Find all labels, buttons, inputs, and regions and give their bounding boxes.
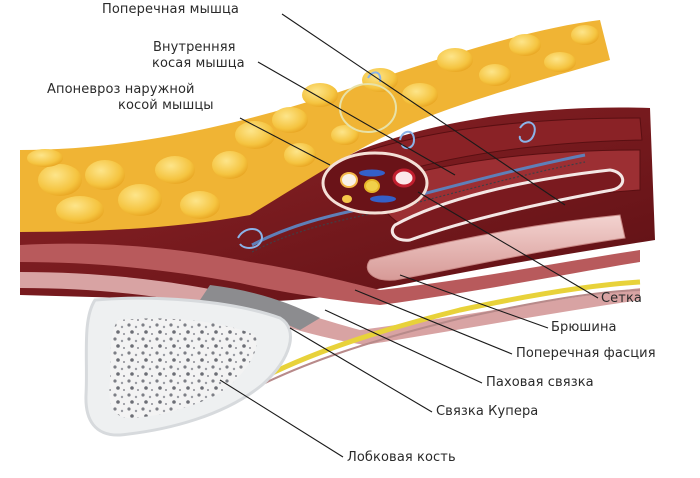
label-mesh: Сетка: [601, 291, 642, 306]
cord-vessel-yellow: [364, 179, 380, 193]
inner-muscle-bundle: [390, 168, 625, 242]
sutures: [237, 71, 536, 249]
label-internal-oblique-line2: косая мышца: [152, 56, 245, 71]
cooper-ligament-band: [200, 285, 320, 330]
leader-mesh: [417, 191, 599, 299]
peritoneum-sac: [366, 214, 626, 281]
cord-vessel-blue-top: [359, 169, 385, 177]
label-internal-oblique-line1: Внутренняя: [153, 40, 236, 55]
cord-nerve: [342, 195, 352, 203]
label-peritoneum: Брюшина: [551, 320, 617, 335]
suture-large: [339, 83, 397, 133]
leader-ext-oblique: [239, 117, 331, 166]
leader-cooper: [289, 327, 433, 413]
label-transversus-muscle: Поперечная мышца: [102, 2, 239, 17]
leader-peritoneum: [399, 274, 549, 329]
leader-inguinal: [324, 309, 483, 384]
label-ext-oblique-aponeurosis-line2: косой мышцы: [118, 98, 214, 113]
fascia-sheet-upper: [20, 243, 640, 305]
fascia-sheet-lower: [20, 272, 640, 345]
leader-transversus: [281, 13, 566, 206]
pubic-bone-spongy-core: [109, 318, 257, 418]
leader-internal-oblique: [257, 61, 456, 176]
leader-lines: [219, 13, 599, 458]
label-cooper-ligament: Связка Купера: [436, 404, 539, 419]
cord-vas: [340, 172, 358, 188]
leader-pubic: [219, 379, 344, 458]
leader-transversalis: [354, 289, 513, 355]
label-transversalis-fascia: Поперечная фасция: [516, 346, 656, 361]
label-pubic-bone: Лобковая кость: [347, 450, 456, 465]
cord-vessel-blue-bottom: [370, 195, 396, 203]
label-ext-oblique-aponeurosis-line1: Апоневроз наружной: [47, 82, 195, 97]
label-inguinal-ligament: Паховая связка: [486, 375, 594, 390]
inguinal-ligament-band: [238, 279, 641, 393]
cord-vessel-red: [392, 168, 416, 188]
